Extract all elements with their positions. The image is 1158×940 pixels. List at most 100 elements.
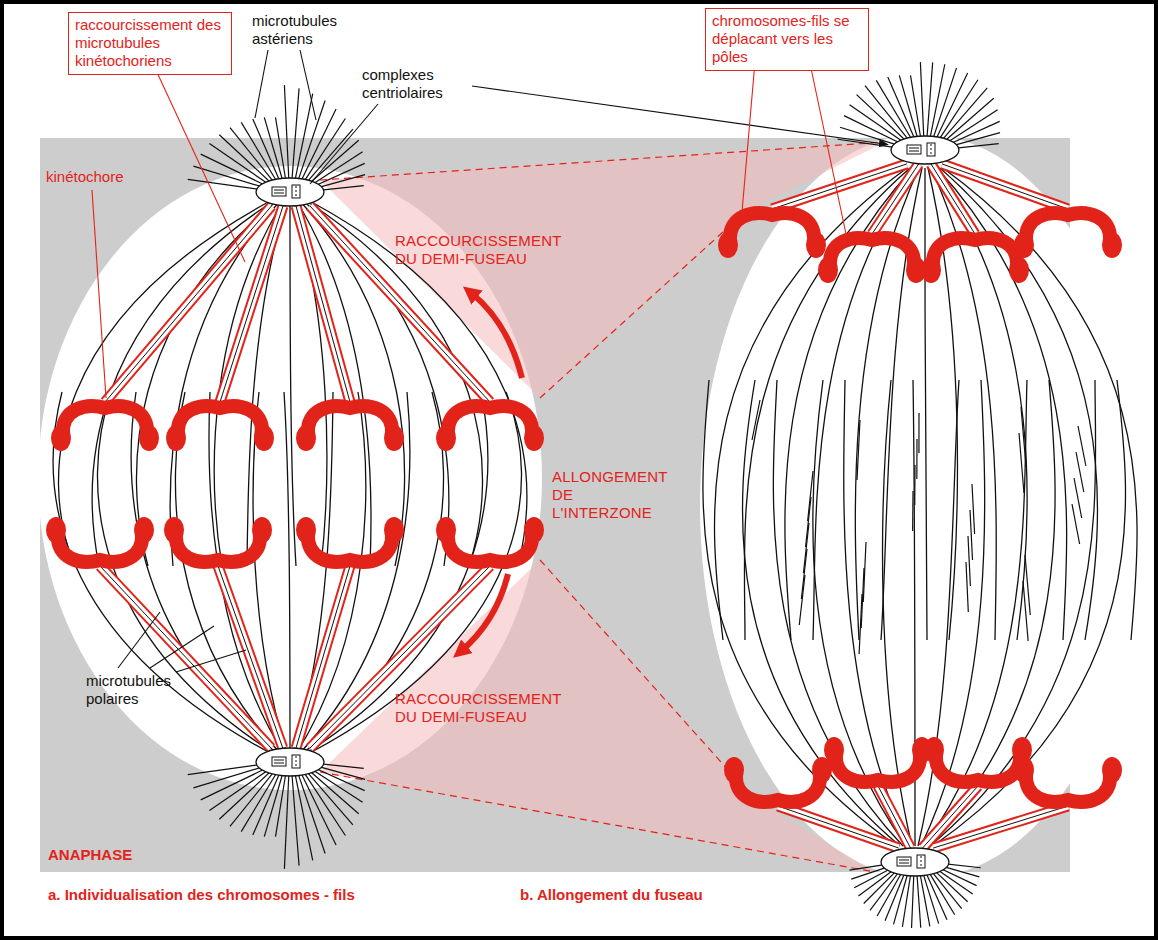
kinetochore-fibre bbox=[933, 806, 1068, 848]
chromosome-arm bbox=[252, 517, 272, 543]
kinetochore-fibre bbox=[933, 806, 1068, 848]
polar-microtubule bbox=[53, 392, 272, 754]
aster-microtubule bbox=[275, 776, 285, 837]
centriolar-complex bbox=[891, 136, 959, 164]
kinetochore-fibre bbox=[878, 786, 911, 848]
aster-microtubule bbox=[264, 117, 282, 178]
chromosome-arm bbox=[254, 425, 274, 451]
polar-microtubule bbox=[284, 392, 290, 754]
centriole bbox=[897, 857, 911, 866]
interzone-microtubule bbox=[912, 491, 914, 531]
callout-text: chromosomes-fils se déplacant vers les p… bbox=[712, 12, 862, 66]
centriole bbox=[274, 760, 284, 761]
kinetochore-fibre bbox=[220, 206, 283, 402]
daughter-chromosome bbox=[448, 534, 532, 562]
leader-line bbox=[255, 50, 268, 118]
chromosome-arm bbox=[921, 257, 941, 283]
chromosome-arm bbox=[524, 517, 544, 543]
chromosome-arm bbox=[384, 425, 404, 451]
centriole bbox=[899, 860, 909, 861]
kinetochore-fibre bbox=[872, 164, 919, 234]
daughter-chromosome bbox=[736, 774, 820, 802]
aster-microtubule bbox=[927, 874, 947, 919]
chromosome-arm bbox=[1009, 257, 1029, 283]
centriole bbox=[909, 148, 919, 149]
chromosome-arm bbox=[1014, 757, 1034, 783]
chromosome-arm bbox=[139, 425, 159, 451]
polar-microtubule bbox=[136, 200, 278, 566]
aster-microtubule bbox=[920, 876, 929, 927]
interzone-microtubule bbox=[1074, 478, 1082, 518]
interzone-microtubule bbox=[1023, 581, 1028, 641]
chromosome-arm bbox=[718, 232, 738, 258]
chromosome-arm bbox=[166, 425, 186, 451]
leader-line bbox=[472, 86, 884, 144]
aster-microtubule bbox=[936, 869, 973, 894]
daughter-chromosome bbox=[1026, 774, 1110, 802]
polar-microtubule bbox=[924, 380, 1027, 846]
polar-microtubule bbox=[930, 380, 1096, 846]
process-label: RACCOURCISSEMENT DU DEMI-FUSEAU bbox=[395, 232, 570, 268]
kinetochore-fibre bbox=[942, 164, 1068, 209]
daughter-chromosome bbox=[936, 754, 1020, 782]
dashed-guide bbox=[320, 142, 885, 180]
centriole bbox=[921, 856, 922, 867]
leader-line bbox=[742, 71, 754, 212]
centriole bbox=[909, 151, 919, 152]
polar-microtubule bbox=[933, 380, 1125, 846]
centriole bbox=[927, 143, 935, 156]
leader-line bbox=[150, 626, 214, 668]
kinetochore-fibre bbox=[218, 566, 283, 748]
daughter-chromosome bbox=[730, 213, 814, 241]
aster-microtubule bbox=[304, 773, 345, 835]
aster-microtubule bbox=[201, 767, 268, 799]
daughter-chromosome bbox=[176, 534, 260, 562]
chromosome-arm bbox=[824, 737, 844, 763]
aster-microtubule bbox=[275, 117, 285, 178]
aster-microtubule bbox=[230, 128, 274, 182]
dashed-guide bbox=[320, 772, 875, 872]
centriole bbox=[917, 855, 925, 868]
kinetochore-fibre bbox=[778, 806, 899, 848]
daughter-chromosome bbox=[308, 406, 392, 434]
interzone-microtubule bbox=[972, 484, 975, 534]
centriole bbox=[296, 186, 297, 197]
movement-arrow bbox=[460, 574, 508, 652]
interzone-microtubule bbox=[1078, 426, 1086, 466]
interzone-microtubule bbox=[803, 523, 809, 573]
kinetochore-fibre bbox=[220, 206, 283, 402]
panel-caption: b. Allongement du fuseau bbox=[520, 886, 703, 904]
aster-microtubule bbox=[284, 776, 288, 869]
kinetochore-fibre bbox=[220, 206, 283, 402]
interzone-microtubule bbox=[916, 439, 917, 479]
polar-microtubule bbox=[290, 200, 296, 566]
centriole bbox=[272, 187, 286, 196]
polar-microtubule bbox=[813, 168, 916, 640]
aster-microtubule bbox=[902, 876, 910, 927]
centriolar-complex bbox=[256, 178, 324, 206]
interzone-microtubule bbox=[1072, 504, 1080, 544]
structure-label: complexes centriolaires bbox=[362, 66, 472, 102]
centriole bbox=[296, 756, 297, 767]
aster-microtubule bbox=[934, 870, 968, 901]
daughter-chromosome bbox=[830, 238, 914, 266]
aster-microtubule bbox=[912, 876, 914, 928]
interzone-microtubule bbox=[968, 536, 970, 586]
interzone-microtubule bbox=[1076, 452, 1084, 492]
interzone-microtubule bbox=[1025, 555, 1030, 615]
aster-microtubule bbox=[292, 88, 299, 178]
interzone-microtubule bbox=[801, 549, 807, 599]
centriole bbox=[292, 755, 300, 768]
aster-microtubule bbox=[910, 75, 920, 136]
centriolar-complex bbox=[881, 848, 949, 876]
aster-microtubule bbox=[188, 764, 266, 775]
aster-microtubule bbox=[917, 876, 921, 928]
daughter-chromosome bbox=[1026, 213, 1110, 241]
chromosome-arm bbox=[296, 517, 316, 543]
centriolar-complex bbox=[256, 748, 324, 776]
interzone-microtubule bbox=[970, 510, 973, 560]
aster-microtubule bbox=[932, 872, 962, 909]
process-label: RACCOURCISSEMENT DU DEMI-FUSEAU bbox=[395, 690, 570, 726]
chromosome-arm bbox=[46, 517, 66, 543]
